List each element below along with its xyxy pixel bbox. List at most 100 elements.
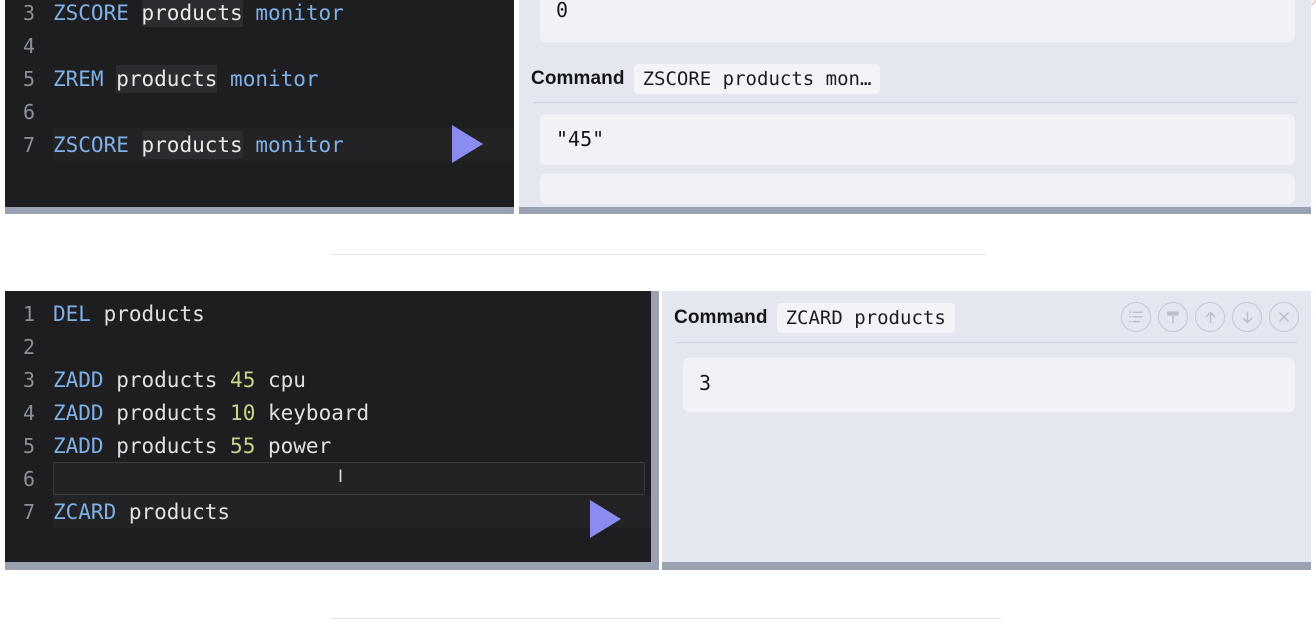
- code-token: [255, 401, 268, 425]
- line-code[interactable]: ZCARD products: [53, 495, 651, 528]
- editor-scrollbar-bottom[interactable]: [651, 291, 659, 562]
- command-text: ZSCORE products mon…: [633, 64, 881, 94]
- arrow-up-icon[interactable]: [1195, 302, 1225, 332]
- command-separator: [533, 102, 1297, 103]
- code-token: [243, 1, 256, 25]
- code-token: [217, 368, 230, 392]
- line-code[interactable]: ZSCORE products monitor: [53, 128, 514, 161]
- code-token: [217, 434, 230, 458]
- code-token: 45: [230, 367, 256, 392]
- line-number: 5: [22, 66, 35, 91]
- code-token: [217, 401, 230, 425]
- code-lines-bottom: 1 DEL products 2 3 ZADD products 45 cpu: [5, 291, 651, 528]
- code-token: [255, 434, 268, 458]
- code-token: ZSCORE: [53, 132, 129, 157]
- line-code-editable[interactable]: [53, 462, 645, 495]
- code-line[interactable]: 5 ZREM products monitor: [5, 62, 514, 95]
- code-token: monitor: [230, 66, 319, 91]
- line-number: 6: [22, 99, 35, 124]
- code-line[interactable]: 2: [5, 330, 651, 363]
- result-panel-bottom-bar-top: [519, 207, 1311, 214]
- code-token: products: [141, 130, 243, 159]
- result-panel-top: 0 Command ZSCORE products mon… "45": [519, 0, 1311, 207]
- result-output-bottom: 3: [683, 358, 1295, 412]
- command-label: Command: [531, 68, 625, 89]
- editor-scrollbar-top[interactable]: [5, 207, 514, 214]
- line-number: 3: [22, 0, 35, 25]
- line-code[interactable]: ZSCORE products monitor: [53, 0, 514, 29]
- line-number: 3: [22, 367, 35, 392]
- code-line[interactable]: 3 ZSCORE products monitor: [5, 0, 514, 29]
- line-number: 4: [22, 33, 35, 58]
- section-divider: [331, 618, 1001, 619]
- arrow-down-icon[interactable]: [1232, 302, 1262, 332]
- command-text: ZCARD products: [776, 303, 955, 333]
- code-token: [104, 67, 117, 91]
- list-view-icon[interactable]: [1121, 302, 1151, 332]
- line-code[interactable]: ZREM products monitor: [53, 62, 514, 95]
- editor-bottom-bar: [5, 562, 659, 570]
- code-token: cpu: [268, 367, 306, 392]
- code-token: [104, 368, 117, 392]
- code-line[interactable]: 6: [5, 95, 514, 128]
- line-code[interactable]: DEL products: [53, 297, 651, 330]
- code-token: monitor: [255, 132, 344, 157]
- code-line[interactable]: 4: [5, 29, 514, 62]
- text-cursor-ibeam: I: [338, 467, 344, 487]
- line-number: 7: [22, 132, 35, 157]
- code-line[interactable]: 3 ZADD products 45 cpu: [5, 363, 651, 396]
- command-separator: [676, 342, 1297, 343]
- close-icon[interactable]: [1269, 302, 1299, 332]
- run-command-button-top[interactable]: [452, 125, 483, 163]
- line-code[interactable]: ZADD products 10 keyboard: [53, 396, 651, 429]
- redis-editor-bottom[interactable]: 1 DEL products 2 3 ZADD products 45 cpu: [5, 291, 651, 562]
- line-code[interactable]: [53, 330, 651, 363]
- code-line[interactable]: 1 DEL products: [5, 297, 651, 330]
- code-token: [217, 67, 230, 91]
- format-icon[interactable]: [1158, 302, 1188, 332]
- code-token: products: [116, 64, 218, 93]
- code-line-active[interactable]: 7 ZSCORE products monitor: [5, 128, 514, 161]
- code-token: ZCARD: [53, 499, 117, 524]
- code-token: power: [268, 433, 332, 458]
- code-token: keyboard: [268, 400, 370, 425]
- code-line[interactable]: 5 ZADD products 55 power: [5, 429, 651, 462]
- line-code[interactable]: [53, 95, 514, 128]
- section-divider: [331, 254, 986, 255]
- line-number: 2: [22, 334, 35, 359]
- line-code[interactable]: [53, 29, 514, 62]
- redis-editor-top[interactable]: 3 ZSCORE products monitor 4 5 ZREM produ…: [5, 0, 514, 207]
- code-lines-top: 3 ZSCORE products monitor 4 5 ZREM produ…: [5, 0, 514, 161]
- code-line-active[interactable]: 7 ZCARD products: [5, 495, 651, 528]
- code-line-focused[interactable]: 6: [5, 462, 651, 495]
- code-line[interactable]: 4 ZADD products 10 keyboard: [5, 396, 651, 429]
- code-token: ZSCORE: [53, 0, 129, 25]
- code-token: [243, 133, 256, 157]
- code-token: ZADD: [53, 433, 104, 458]
- code-token: [129, 133, 142, 157]
- code-token: [104, 434, 117, 458]
- code-token: ZREM: [53, 66, 104, 91]
- code-token: products: [116, 400, 218, 425]
- line-code[interactable]: ZADD products 55 power: [53, 429, 651, 462]
- code-token: DEL: [53, 301, 91, 326]
- command-row-top: Command ZSCORE products mon…: [519, 60, 1311, 98]
- result-panel-bottom: Command ZCARD products 3: [662, 291, 1311, 562]
- result-output-next-partial: [540, 174, 1295, 204]
- command-row-bottom: Command ZCARD products: [662, 299, 1311, 337]
- line-code[interactable]: ZADD products 45 cpu: [53, 363, 651, 396]
- command-label: Command: [674, 307, 768, 328]
- line-number: 7: [22, 499, 35, 524]
- code-token: ZADD: [53, 400, 104, 425]
- code-token: [255, 368, 268, 392]
- code-token: 10: [230, 400, 256, 425]
- code-token: products: [116, 367, 218, 392]
- result-output-previous: 0: [540, 0, 1295, 42]
- code-token: [116, 500, 129, 524]
- code-token: 55: [230, 433, 256, 458]
- result-panel-bottom-bar: [662, 562, 1311, 570]
- code-token: ZADD: [53, 367, 104, 392]
- run-command-button-bottom[interactable]: [590, 500, 621, 538]
- code-token: [104, 401, 117, 425]
- result-output-top: "45": [540, 114, 1295, 165]
